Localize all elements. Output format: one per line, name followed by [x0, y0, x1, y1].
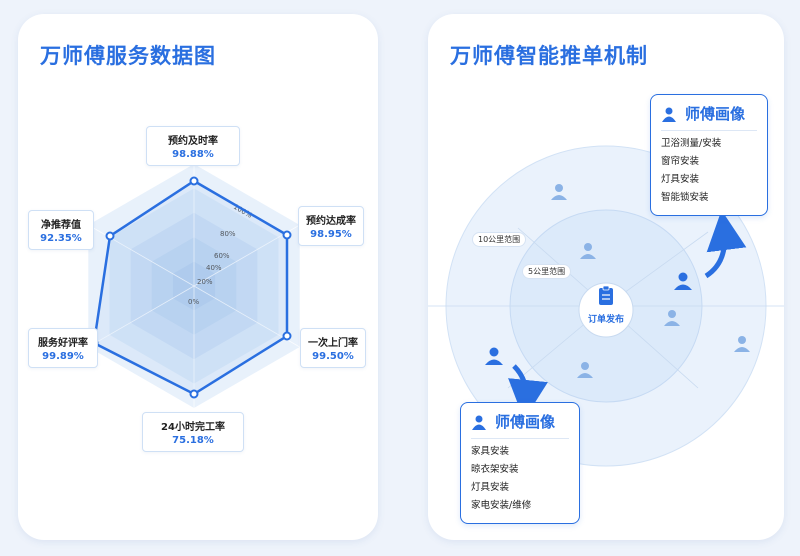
metric-value: 99.50%	[312, 351, 354, 362]
metric-label: 净推荐值	[41, 220, 81, 231]
profile-item: 家电安装/维修	[471, 500, 532, 511]
person-icon	[485, 347, 503, 365]
range-diagram: 订单发布	[428, 145, 784, 467]
metric-box: 24小时完工率 75.18%	[142, 412, 244, 452]
radar-point-1	[189, 176, 199, 186]
metric-label: 预约达成率	[306, 216, 356, 227]
person-icon	[674, 272, 692, 290]
metric-box: 净推荐值 92.35%	[28, 210, 94, 250]
profile-card-top: 师傅画像 卫浴测量/安装 窗帘安装 灯具安装 智能锁安装	[650, 94, 768, 216]
user-icon	[662, 107, 676, 122]
metric-box: 预约及时率 98.88%	[146, 126, 240, 166]
ring-label-40: 40%	[206, 264, 222, 272]
radar-chart: 100% 80% 60% 40% 20% 0%	[88, 164, 300, 408]
arrow-up-icon	[704, 210, 747, 279]
dispatch-mechanism-card: 万师傅智能推单机制	[428, 14, 784, 540]
metric-box: 一次上门率 99.50%	[300, 328, 366, 368]
metric-value: 92.35%	[40, 233, 82, 244]
profile-title: 师傅画像	[495, 413, 556, 431]
profile-item: 家具安装	[471, 446, 510, 457]
person-icon	[551, 184, 567, 200]
center-label: 订单发布	[588, 313, 624, 325]
person-icon	[664, 310, 680, 326]
person-icon	[577, 362, 593, 378]
radar-point-2	[282, 230, 292, 240]
user-icon	[472, 415, 486, 430]
metric-label: 24小时完工率	[161, 422, 225, 433]
radar-point-3	[282, 331, 292, 341]
profile-item: 灯具安装	[661, 174, 700, 185]
person-icon	[580, 243, 596, 259]
metric-label: 服务好评率	[38, 338, 88, 349]
ring-label-0: 0%	[188, 298, 199, 306]
ring-label-20: 20%	[197, 278, 213, 286]
radar-point-6	[105, 231, 115, 241]
metric-label: 一次上门率	[308, 338, 358, 349]
profile-title: 师傅画像	[685, 105, 746, 123]
metric-value: 98.95%	[310, 229, 352, 240]
ring-label-80: 80%	[220, 230, 236, 238]
service-data-title: 万师傅服务数据图	[40, 44, 216, 68]
profile-card-bottom: 师傅画像 家具安装 晾衣架安装 灯具安装 家电安装/维修	[460, 402, 580, 524]
profile-item: 智能锁安装	[661, 192, 709, 203]
dispatch-mechanism-title: 万师傅智能推单机制	[450, 44, 648, 68]
outer-range-label: 10公里范围	[472, 232, 527, 247]
metric-value: 98.88%	[172, 149, 214, 160]
metric-value: 99.89%	[42, 351, 84, 362]
ring-label-60: 60%	[214, 252, 230, 260]
service-data-card: 万师傅服务数据图 100% 80% 60% 40% 20% 0%	[18, 14, 378, 540]
metric-box: 预约达成率 98.95%	[298, 206, 364, 246]
clipboard-icon	[599, 285, 613, 305]
profile-item: 窗帘安装	[661, 156, 700, 167]
metric-value: 75.18%	[172, 435, 214, 446]
profile-item: 卫浴测量/安装	[661, 138, 722, 149]
inner-range-label: 5公里范围	[522, 264, 572, 279]
metric-box: 服务好评率 99.89%	[28, 328, 98, 368]
profile-item: 晾衣架安装	[471, 464, 519, 475]
person-icon	[734, 336, 750, 352]
metric-label: 预约及时率	[168, 136, 218, 147]
profile-item: 灯具安装	[471, 482, 510, 493]
radar-point-4	[189, 389, 199, 399]
center-circle	[578, 282, 634, 338]
arrow-down-icon	[508, 364, 548, 420]
